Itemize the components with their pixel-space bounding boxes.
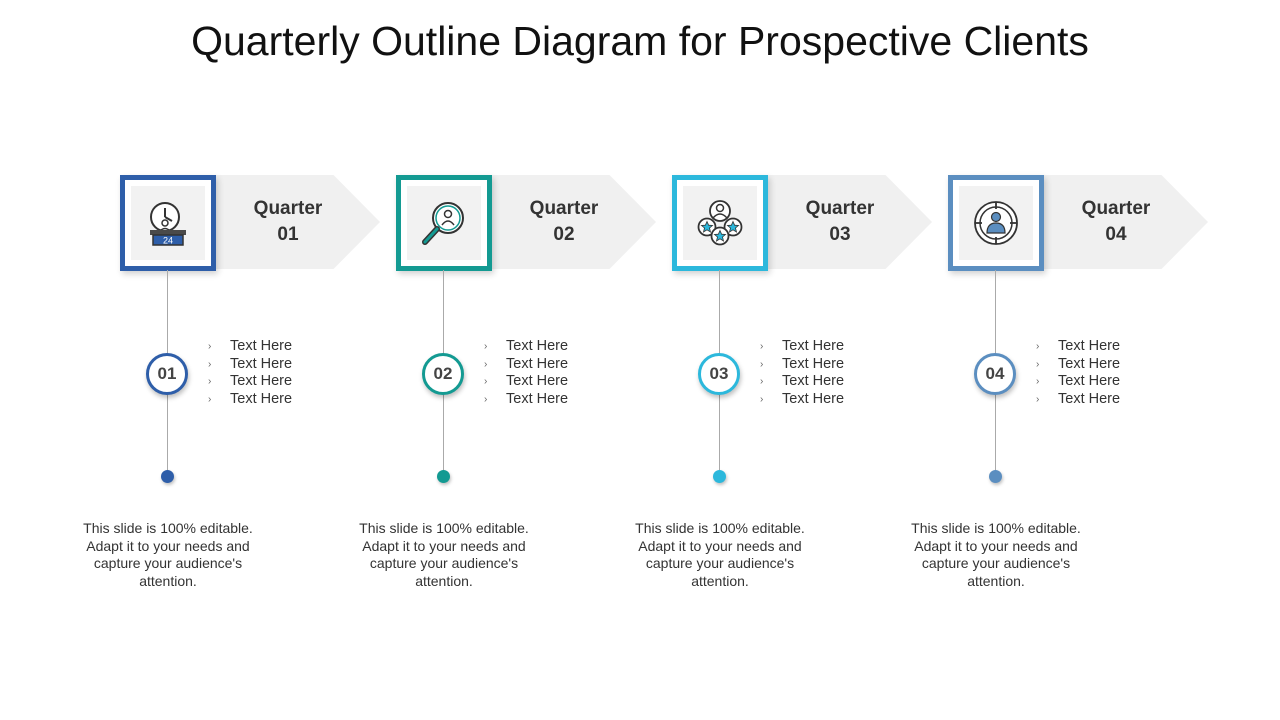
quarter-label-line2: 02 xyxy=(553,224,575,245)
bullet-text: Text Here xyxy=(230,355,293,372)
bullet-text: Text Here xyxy=(230,338,293,354)
quarter-icon-box xyxy=(948,175,1044,271)
bullet-text: Text Here xyxy=(1058,355,1121,372)
quarter-label: Quarter 01 xyxy=(238,196,338,248)
person-stars-icon xyxy=(697,200,743,246)
chevron-right-icon: › xyxy=(760,341,764,352)
list-item: › Text Here xyxy=(208,338,358,356)
bullet-text: Text Here xyxy=(506,355,569,372)
list-item: › Text Here xyxy=(760,391,910,409)
quarter-label: Quarter 04 xyxy=(1066,196,1166,248)
quarter-icon-box: 24 xyxy=(120,175,216,271)
timeline-dot xyxy=(989,470,1002,483)
list-item: › Text Here xyxy=(484,373,634,391)
bullet-text: Text Here xyxy=(1058,373,1121,389)
quarter-label-line1: Quarter xyxy=(253,198,323,219)
quarter-column-1: Quarter 01 24 01 › Text Here › Text Here ›… xyxy=(83,0,396,720)
chevron-right-icon: › xyxy=(760,376,764,387)
chevron-right-icon: › xyxy=(1036,393,1040,405)
step-number-badge: 04 xyxy=(974,353,1016,395)
chevron-right-icon: › xyxy=(1036,341,1040,352)
bullet-text: Text Here xyxy=(782,373,845,389)
step-number-badge: 02 xyxy=(422,353,464,395)
chevron-right-icon: › xyxy=(760,393,764,405)
bullet-text: Text Here xyxy=(506,338,569,354)
bullet-text: Text Here xyxy=(782,338,845,354)
bullet-text: Text Here xyxy=(782,355,845,372)
list-item: › Text Here xyxy=(760,373,910,391)
step-number-badge: 03 xyxy=(698,353,740,395)
timeline-dot xyxy=(713,470,726,483)
chevron-right-icon: › xyxy=(484,393,488,405)
target-person-icon xyxy=(974,201,1018,245)
list-item: › Text Here xyxy=(208,356,358,374)
quarter-label-line1: Quarter xyxy=(529,198,599,219)
calendar-icon-text: 24 xyxy=(163,236,173,246)
list-item: › Text Here xyxy=(1036,356,1186,374)
quarter-label-line2: 01 xyxy=(277,224,299,245)
list-item: › Text Here xyxy=(760,356,910,374)
timeline-dot xyxy=(437,470,450,483)
chevron-right-icon: › xyxy=(208,393,212,405)
list-item: › Text Here xyxy=(760,338,910,356)
bullet-text: Text Here xyxy=(782,390,845,407)
list-item: › Text Here xyxy=(484,391,634,409)
quarter-description: This slide is 100% editable. Adapt it to… xyxy=(635,520,805,589)
quarter-label-line2: 04 xyxy=(1105,224,1127,245)
bullet-text: Text Here xyxy=(506,373,569,389)
quarter-column-4: Quarter 04 04 › Text Here › Text Here › Tex… xyxy=(911,0,1224,720)
list-item: › Text Here xyxy=(484,356,634,374)
quarter-label: Quarter 03 xyxy=(790,196,890,248)
list-item: › Text Here xyxy=(484,338,634,356)
quarter-label-line1: Quarter xyxy=(805,198,875,219)
chevron-right-icon: › xyxy=(484,376,488,387)
quarter-label: Quarter 02 xyxy=(514,196,614,248)
bullet-text: Text Here xyxy=(1058,338,1121,354)
chevron-right-icon: › xyxy=(484,341,488,352)
chevron-right-icon: › xyxy=(208,341,212,352)
chevron-right-icon: › xyxy=(760,358,764,370)
quarter-description: This slide is 100% editable. Adapt it to… xyxy=(911,520,1081,589)
quarter-description: This slide is 100% editable. Adapt it to… xyxy=(83,520,253,589)
chevron-right-icon: › xyxy=(208,358,212,370)
quarter-column-3: Quarter 03 03 › Text Here › Text Here › Tex… xyxy=(635,0,948,720)
step-number-badge: 01 xyxy=(146,353,188,395)
list-item: › Text Here xyxy=(208,373,358,391)
list-item: › Text Here xyxy=(1036,338,1186,356)
chevron-right-icon: › xyxy=(208,376,212,387)
chevron-right-icon: › xyxy=(484,358,488,370)
magnifier-person-icon xyxy=(422,202,464,245)
bullet-list: › Text Here › Text Here › Text Here › Text H… xyxy=(760,338,910,408)
bullet-text: Text Here xyxy=(230,390,293,407)
bullet-text: Text Here xyxy=(1058,390,1121,407)
list-item: › Text Here xyxy=(208,391,358,409)
bullet-list: › Text Here › Text Here › Text Here › Text H… xyxy=(484,338,634,408)
quarter-label-line1: Quarter xyxy=(1081,198,1151,219)
list-item: › Text Here xyxy=(1036,391,1186,409)
quarter-column-2: Quarter 02 02 › Text Here › Text Here › Tex… xyxy=(359,0,672,720)
slide-title: Quarterly Outline Diagram for Prospectiv… xyxy=(191,18,1089,64)
quarter-description: This slide is 100% editable. Adapt it to… xyxy=(359,520,529,589)
clock-calendar-icon: 24 xyxy=(150,202,186,246)
list-item: › Text Here xyxy=(1036,373,1186,391)
chevron-right-icon: › xyxy=(1036,358,1040,370)
quarter-icon-box xyxy=(672,175,768,271)
chevron-right-icon: › xyxy=(1036,376,1040,387)
quarter-icon-box xyxy=(396,175,492,271)
bullet-list: › Text Here › Text Here › Text Here › Text H… xyxy=(1036,338,1186,408)
quarter-label-line2: 03 xyxy=(829,224,851,245)
bullet-list: › Text Here › Text Here › Text Here › Text H… xyxy=(208,338,358,408)
timeline-dot xyxy=(161,470,174,483)
bullet-text: Text Here xyxy=(230,373,293,389)
bullet-text: Text Here xyxy=(506,390,569,407)
